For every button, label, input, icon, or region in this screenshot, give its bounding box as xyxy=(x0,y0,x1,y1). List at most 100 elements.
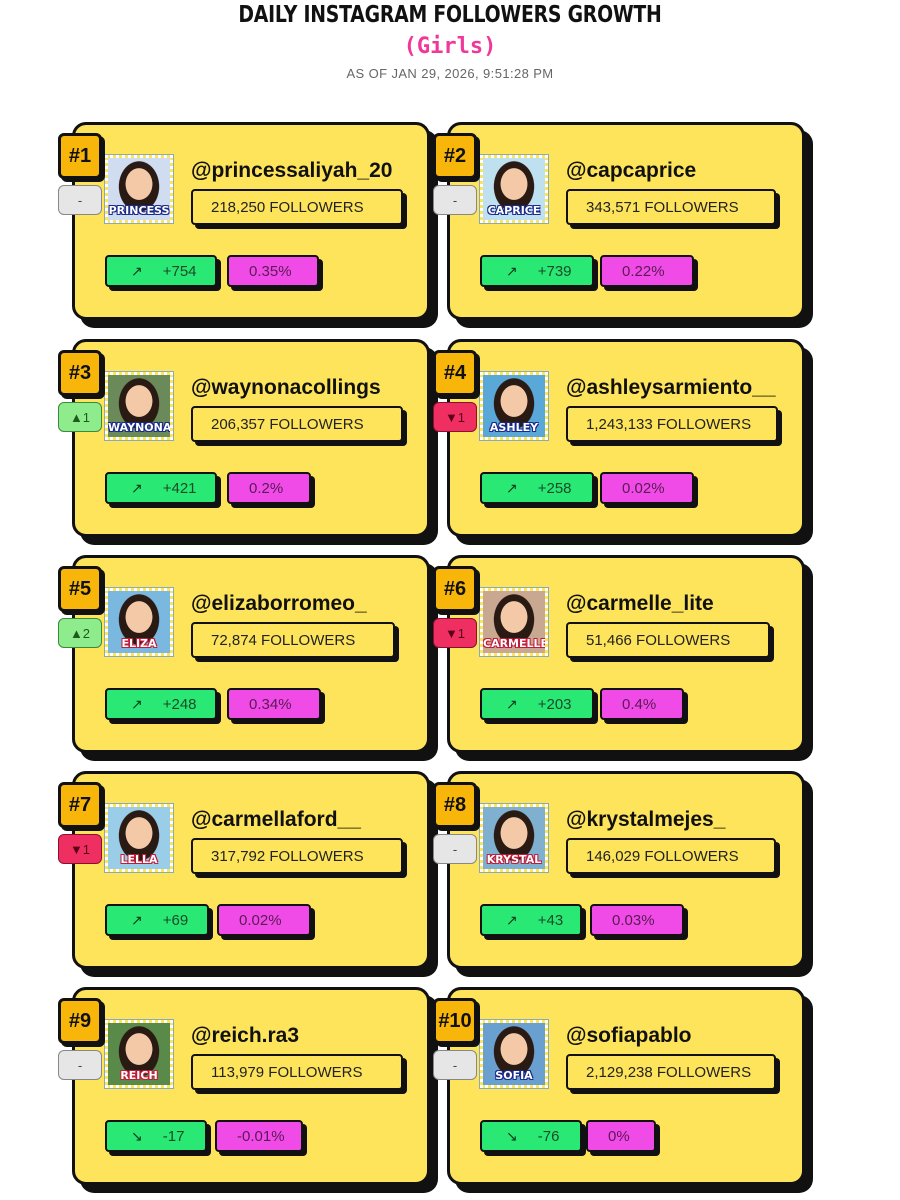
trending-up-icon: ↗ xyxy=(131,479,143,496)
instagram-handle[interactable]: @carmellaford__ xyxy=(191,808,361,831)
profile-card[interactable]: #10 - SOFIA @sofiapablo 2,129,238 FOLLOW… xyxy=(433,987,805,1185)
rank-badge: #8 xyxy=(433,782,477,828)
daily-gain: ↗ +203 xyxy=(480,688,594,720)
instagram-handle[interactable]: @carmelle_lite xyxy=(566,592,714,615)
avatar-name-tag: ELIZA xyxy=(121,637,157,650)
as-of-timestamp: AS OF JAN 29, 2026, 9:51:28 PM xyxy=(346,66,554,81)
growth-percent: 0.02% xyxy=(217,904,311,936)
avatar[interactable]: WAYNONA xyxy=(104,371,174,441)
daily-gain-value: +258 xyxy=(537,479,572,497)
daily-gain: ↗ +739 xyxy=(480,255,594,287)
growth-percent: 0% xyxy=(586,1120,656,1152)
daily-gain-value: +248 xyxy=(162,695,197,713)
rank-badge: #10 xyxy=(433,998,477,1044)
avatar-photo xyxy=(108,158,170,220)
daily-gain-value: +421 xyxy=(162,479,197,497)
rank-badge: #5 xyxy=(58,566,102,612)
profile-card[interactable]: #7 ▼1 LELLA @carmellaford__ 317,792 FOLL… xyxy=(58,771,430,969)
rank-badge: #3 xyxy=(58,350,102,396)
rank-badge: #1 xyxy=(58,133,102,179)
avatar[interactable]: REICH xyxy=(104,1019,174,1089)
rank-badge: #7 xyxy=(58,782,102,828)
trending-up-icon: ↗ xyxy=(131,262,143,279)
trending-up-icon: ↗ xyxy=(131,695,143,712)
growth-percent: 0.34% xyxy=(227,688,321,720)
page-title: DAILY INSTAGRAM FOLLOWERS GROWTH xyxy=(238,2,662,28)
profile-card[interactable]: #6 ▼1 CARMELLE @carmelle_lite 51,466 FOL… xyxy=(433,555,805,753)
avatar[interactable]: LELLA xyxy=(104,803,174,873)
rank-badge: #6 xyxy=(433,566,477,612)
instagram-handle[interactable]: @elizaborromeo_ xyxy=(191,592,367,615)
avatar[interactable]: PRINCESS xyxy=(104,154,174,224)
daily-gain-value: -76 xyxy=(537,1127,560,1145)
profile-card[interactable]: #9 - REICH @reich.ra3 113,979 FOLLOWERS … xyxy=(58,987,430,1185)
rank-change-badge: - xyxy=(433,834,477,864)
daily-gain-value: +203 xyxy=(537,695,572,713)
instagram-handle[interactable]: @ashleysarmiento__ xyxy=(566,376,776,399)
instagram-handle[interactable]: @krystalmejes_ xyxy=(566,808,726,831)
avatar[interactable]: ASHLEY xyxy=(479,371,549,441)
followers-count: 317,792 FOLLOWERS xyxy=(191,838,403,874)
avatar-name-tag: WAYNONA xyxy=(108,421,172,434)
rank-change-badge: ▼1 xyxy=(433,618,477,648)
avatar-name-tag: PRINCESS xyxy=(108,204,170,217)
avatar-name-tag: ASHLEY xyxy=(489,421,539,434)
growth-percent: 0.02% xyxy=(600,472,694,504)
instagram-handle[interactable]: @sofiapablo xyxy=(566,1024,692,1047)
followers-count: 146,029 FOLLOWERS xyxy=(566,838,776,874)
followers-count: 2,129,238 FOLLOWERS xyxy=(566,1054,776,1090)
daily-gain-value: +69 xyxy=(162,911,189,929)
instagram-handle[interactable]: @reich.ra3 xyxy=(191,1024,300,1047)
profile-card[interactable]: #3 ▲1 WAYNONA @waynonacollings 206,357 F… xyxy=(58,339,430,537)
rank-badge: #9 xyxy=(58,998,102,1044)
rank-change-badge: ▼1 xyxy=(58,834,102,864)
avatar-photo xyxy=(483,591,545,653)
avatar-name-tag: SOFIA xyxy=(495,1069,533,1082)
growth-percent: 0.2% xyxy=(227,472,311,504)
avatar[interactable]: SOFIA xyxy=(479,1019,549,1089)
trending-up-icon: ↗ xyxy=(506,695,518,712)
rank-badge: #4 xyxy=(433,350,477,396)
followers-count: 343,571 FOLLOWERS xyxy=(566,189,776,225)
avatar-photo xyxy=(108,591,170,653)
daily-gain-value: -17 xyxy=(162,1127,185,1145)
instagram-handle[interactable]: @princessaliyah_20 xyxy=(191,159,393,182)
trending-down-icon: ↘ xyxy=(506,1127,518,1144)
profile-card[interactable]: #8 - KRYSTAL @krystalmejes_ 146,029 FOLL… xyxy=(433,771,805,969)
trending-up-icon: ↗ xyxy=(506,911,518,928)
avatar-photo xyxy=(483,1023,545,1085)
avatar[interactable]: KRYSTAL xyxy=(479,803,549,873)
daily-gain-value: +754 xyxy=(162,262,197,280)
rank-change-badge: ▲1 xyxy=(58,402,102,432)
avatar-photo xyxy=(108,375,170,437)
growth-percent: -0.01% xyxy=(215,1120,303,1152)
followers-count: 206,357 FOLLOWERS xyxy=(191,406,403,442)
rank-change-badge: ▲2 xyxy=(58,618,102,648)
instagram-handle[interactable]: @waynonacollings xyxy=(191,376,381,399)
followers-count: 218,250 FOLLOWERS xyxy=(191,189,403,225)
avatar[interactable]: CAPRICE xyxy=(479,154,549,224)
daily-gain: ↘ -76 xyxy=(480,1120,582,1152)
avatar-photo xyxy=(108,807,170,869)
rank-change-badge: - xyxy=(433,185,477,215)
daily-gain-value: +739 xyxy=(537,262,572,280)
growth-percent: 0.03% xyxy=(590,904,684,936)
avatar-photo xyxy=(483,158,545,220)
rank-change-badge: - xyxy=(433,1050,477,1080)
growth-percent: 0.35% xyxy=(227,255,319,287)
avatar[interactable]: ELIZA xyxy=(104,587,174,657)
instagram-handle[interactable]: @capcaprice xyxy=(566,159,697,182)
growth-percent: 0.22% xyxy=(600,255,694,287)
profile-card[interactable]: #4 ▼1 ASHLEY @ashleysarmiento__ 1,243,13… xyxy=(433,339,805,537)
profile-card[interactable]: #5 ▲2 ELIZA @elizaborromeo_ 72,874 FOLLO… xyxy=(58,555,430,753)
avatar-photo xyxy=(483,807,545,869)
trending-up-icon: ↗ xyxy=(131,911,143,928)
trending-down-icon: ↘ xyxy=(131,1127,143,1144)
profile-card[interactable]: #2 - CAPRICE @capcaprice 343,571 FOLLOWE… xyxy=(433,122,805,320)
avatar-name-tag: REICH xyxy=(120,1069,158,1082)
avatar-photo xyxy=(108,1023,170,1085)
followers-count: 72,874 FOLLOWERS xyxy=(191,622,395,658)
avatar[interactable]: CARMELLE xyxy=(479,587,549,657)
profile-card[interactable]: #1 - PRINCESS @princessaliyah_20 218,250… xyxy=(58,122,430,320)
growth-percent: 0.4% xyxy=(600,688,684,720)
